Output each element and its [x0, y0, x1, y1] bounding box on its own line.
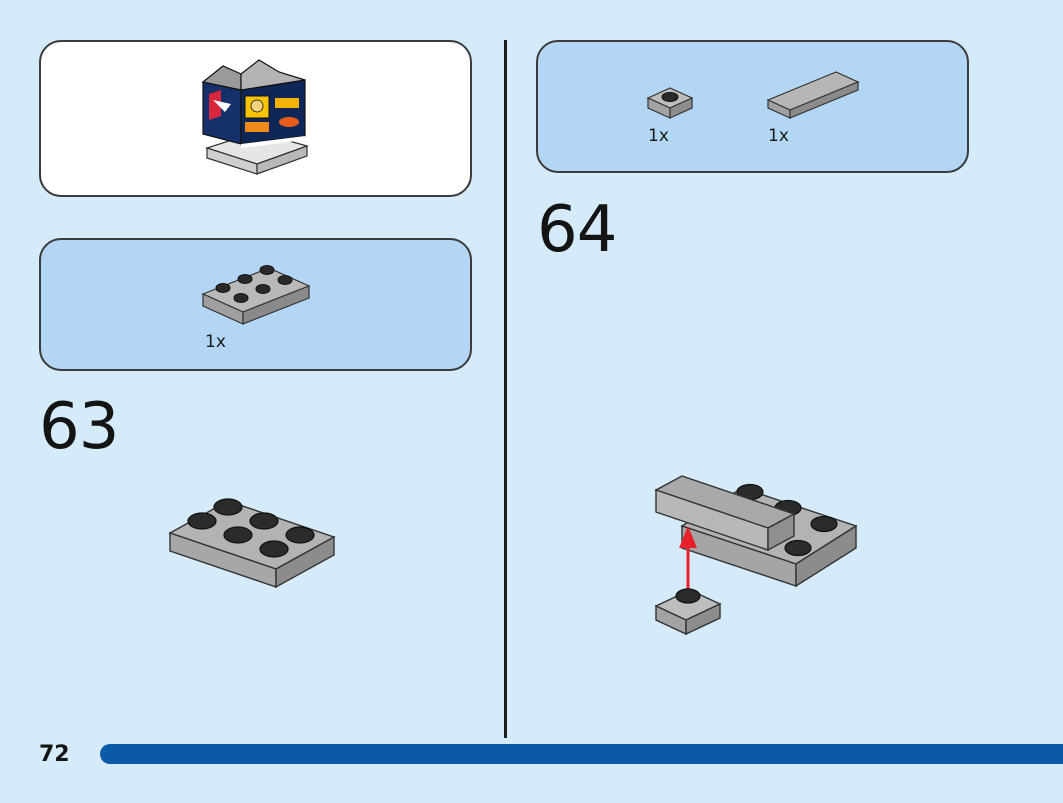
tile-and-plate-assembly: [654, 475, 858, 636]
arcade-cabinet-icon: [201, 59, 309, 175]
part-qty: 1x: [205, 332, 226, 352]
step-number: 64: [537, 193, 617, 267]
step64-parts-box: 1x 1x: [536, 40, 969, 173]
part-qty: 1x: [648, 126, 669, 146]
2x3-plate-assembly: [168, 498, 336, 589]
page-bar: [100, 744, 1063, 764]
step63-parts-box: 1x: [39, 238, 472, 371]
part-qty: 1x: [768, 126, 789, 146]
completed-model-box: [39, 40, 472, 197]
page-number: 72: [39, 742, 70, 767]
step-number: 63: [39, 390, 119, 464]
column-divider: [504, 40, 507, 738]
2x3-plate-icon: [201, 265, 311, 325]
1x1-plate-icon: [646, 87, 694, 119]
1x4-tile-icon: [766, 71, 860, 119]
